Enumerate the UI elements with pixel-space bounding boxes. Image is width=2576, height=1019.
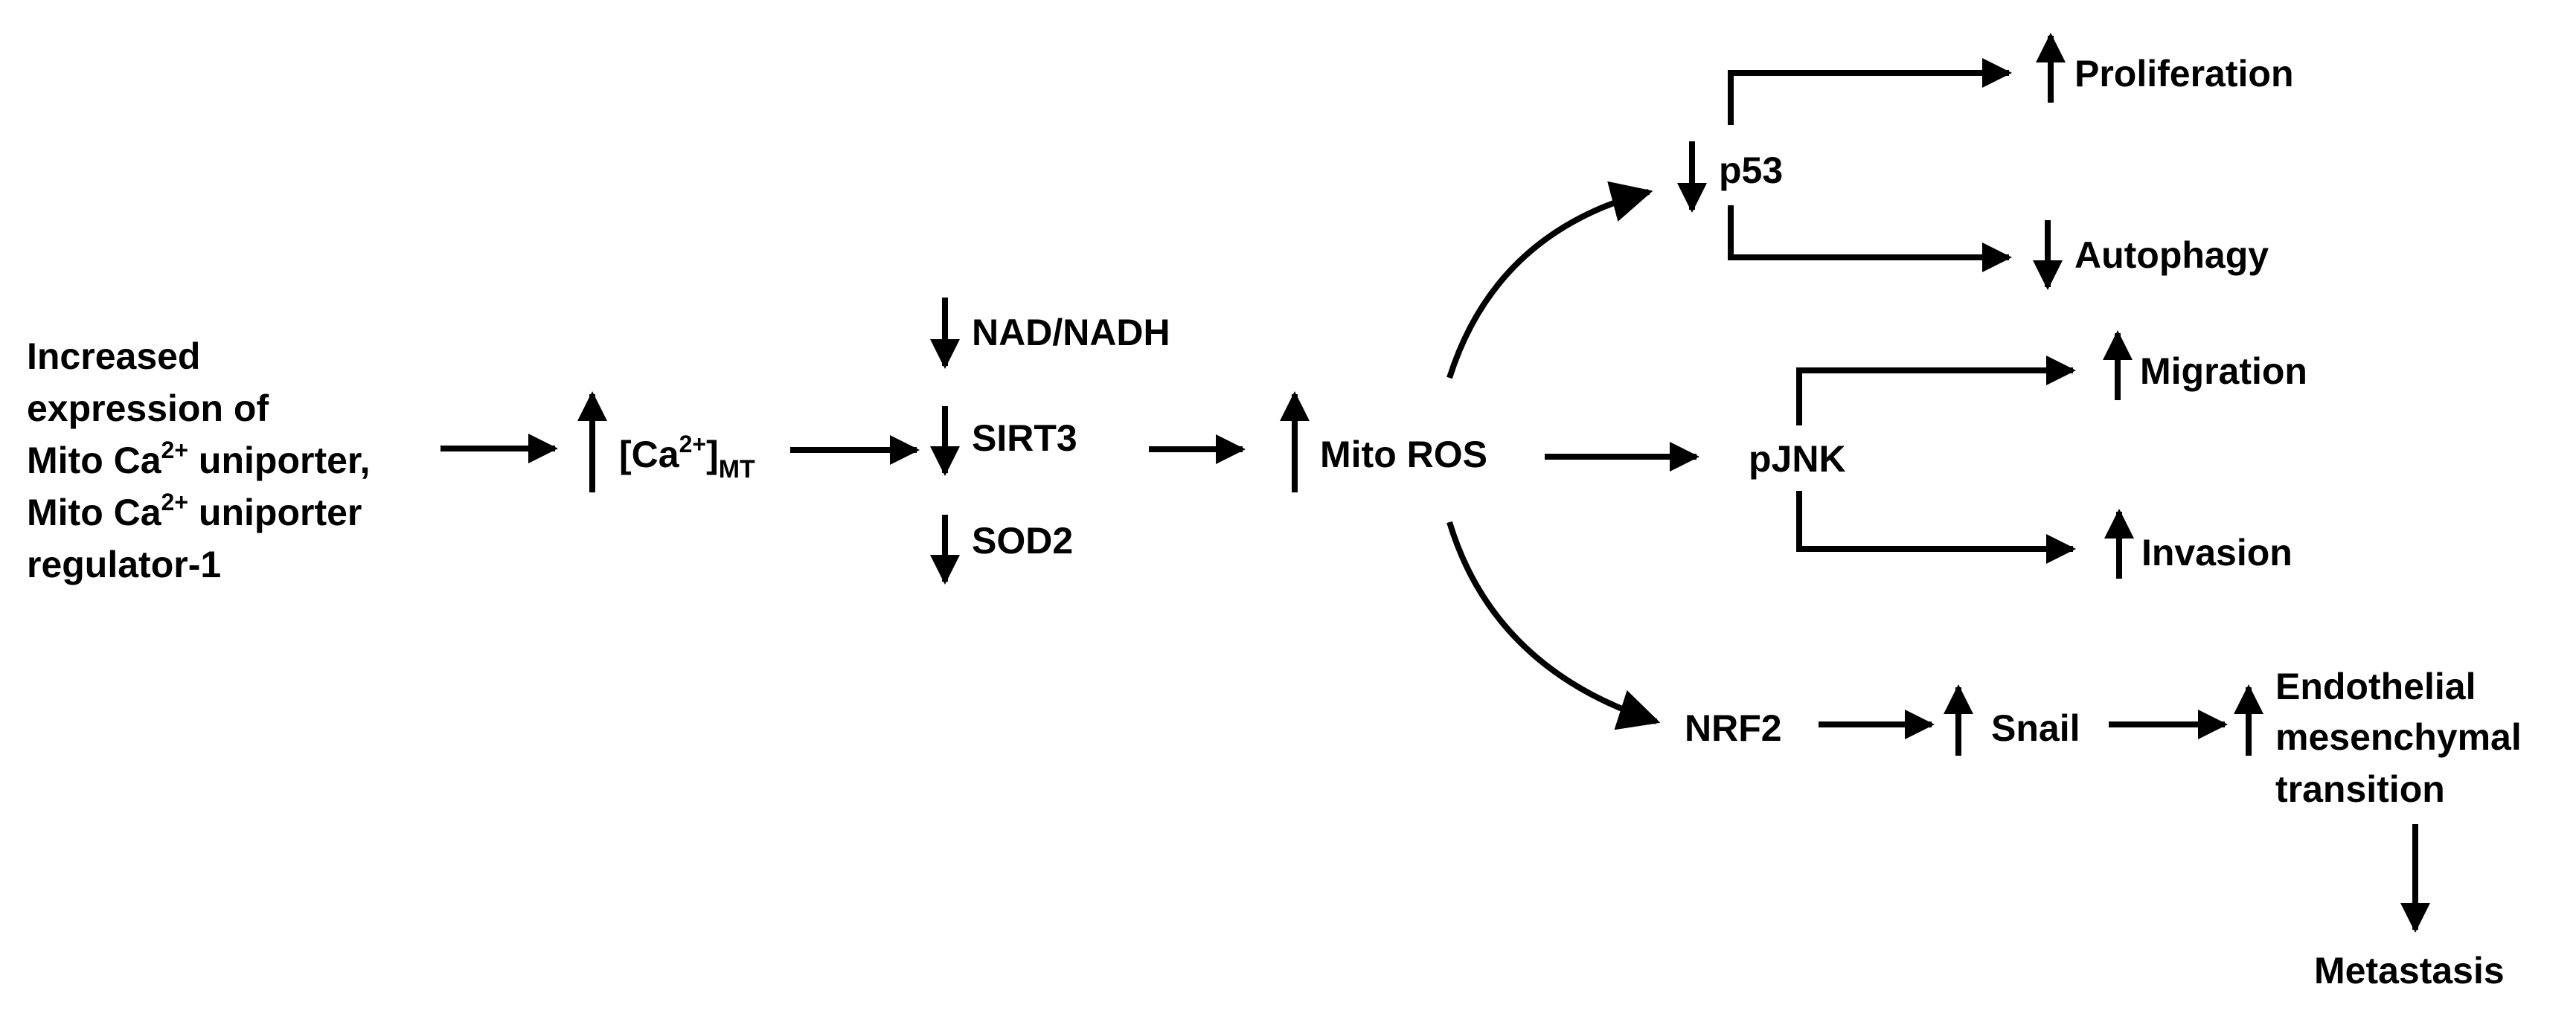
calcium-label: [Ca2+]MT	[619, 431, 755, 483]
arrow-mito-ros-to-nrf2	[1446, 521, 1661, 730]
arrow-p53-to-autophagy	[1728, 205, 2012, 272]
arrow-pjnk-to-migration	[1796, 356, 2076, 425]
sirt3-label: SIRT3	[972, 417, 1077, 459]
nrf2-label: NRF2	[1685, 707, 1782, 749]
arrow-pjnk-to-invasion	[1796, 491, 2076, 564]
autophagy-label: Autophagy	[2074, 234, 2269, 276]
source-line-1: Increased	[27, 335, 200, 377]
snail-label: Snail	[1991, 707, 2080, 749]
source-line-5: regulator-1	[27, 544, 221, 585]
p53-label: p53	[1719, 150, 1783, 191]
invasion-label: Invasion	[2141, 532, 2293, 573]
sod2-label: SOD2	[972, 520, 1073, 562]
source-line-2: expression of	[27, 388, 269, 429]
arrow-mito-ros-to-p53	[1446, 181, 1653, 379]
pjnk-label: pJNK	[1749, 438, 1846, 480]
metastasis-label: Metastasis	[2314, 950, 2505, 991]
nad-label: NAD/NADH	[972, 312, 1170, 353]
source-line-3: Mito Ca2+ uniporter,	[27, 437, 371, 481]
migration-label: Migration	[2140, 350, 2307, 392]
emt-line-2: mesenchymal	[2275, 716, 2522, 758]
mito-ros-label: Mito ROS	[1320, 434, 1487, 475]
source-line-4: Mito Ca2+ uniporter	[27, 489, 362, 533]
arrow-p53-to-proliferation	[1728, 58, 2012, 125]
emt-line-3: transition	[2275, 768, 2445, 810]
emt-line-1: Endothelial	[2275, 666, 2476, 707]
proliferation-label: Proliferation	[2074, 53, 2293, 94]
